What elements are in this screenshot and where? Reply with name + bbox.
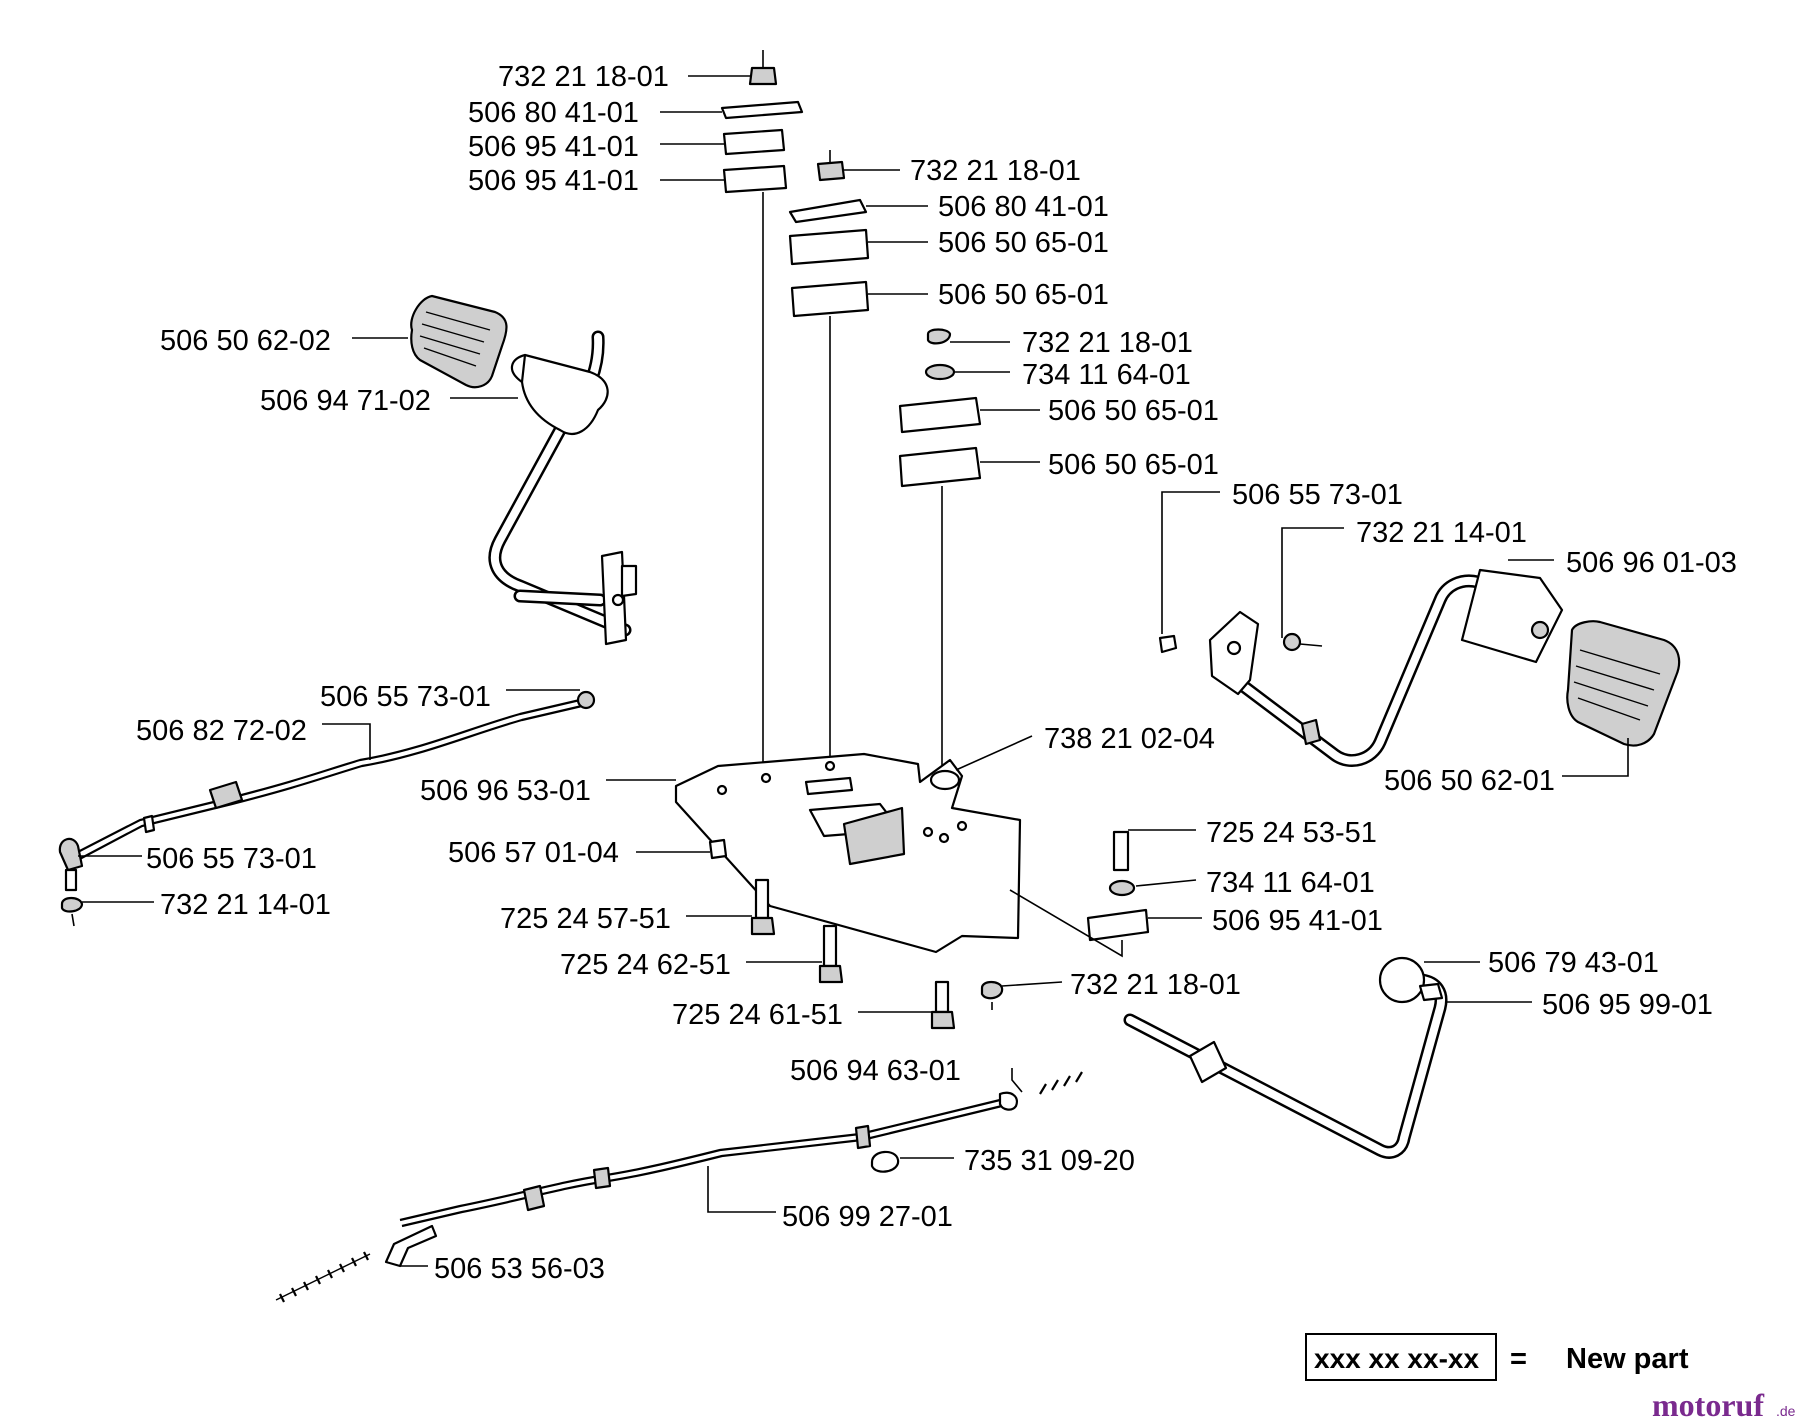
label-725-24-57-51: 725 24 57-51	[500, 903, 671, 935]
right-pedal-assembly	[1158, 568, 1681, 767]
label-506-50-62-02: 506 50 62-02	[160, 325, 331, 357]
label-506-50-65-01-a: 506 50 65-01	[938, 227, 1109, 259]
label-732-21-14-01-b: 732 21 14-01	[160, 889, 331, 921]
label-506-79-43-01: 506 79 43-01	[1488, 947, 1659, 979]
legend: xxx xx xx-xx = New part	[1305, 1333, 1689, 1381]
label-506-96-01-03: 506 96 01-03	[1566, 547, 1737, 579]
legend-equals: =	[1510, 1343, 1527, 1375]
label-732-21-18-01-b: 732 21 18-01	[910, 155, 1081, 187]
label-506-50-62-01: 506 50 62-01	[1384, 765, 1555, 797]
label-506-82-72-02: 506 82 72-02	[136, 715, 307, 747]
center-mid-stack	[788, 150, 870, 766]
base-plate	[674, 752, 1022, 954]
leader-lines	[78, 75, 1629, 1267]
label-506-55-73-01-c: 506 55 73-01	[146, 843, 317, 875]
label-506-50-65-01-d: 506 50 65-01	[1048, 449, 1219, 481]
label-506-95-41-01-a: 506 95 41-01	[468, 131, 639, 163]
center-left-stack	[720, 50, 804, 780]
lower-cable	[275, 1071, 1083, 1303]
label-732-21-14-01-a: 732 21 14-01	[1356, 517, 1527, 549]
label-734-11-64-01-b: 734 11 64-01	[1206, 867, 1375, 899]
right-small-parts	[1009, 830, 1150, 958]
label-506-57-01-04: 506 57 01-04	[448, 837, 619, 869]
center-right-stack	[898, 328, 982, 770]
label-738-21-02-04: 738 21 02-04	[1044, 723, 1215, 755]
label-725-24-62-51: 725 24 62-51	[560, 949, 731, 981]
label-506-55-73-01-a: 506 55 73-01	[1232, 479, 1403, 511]
label-506-53-56-03: 506 53 56-03	[434, 1253, 605, 1285]
legend-new-part-text: New part	[1566, 1343, 1689, 1375]
label-725-24-61-51: 725 24 61-51	[672, 999, 843, 1031]
label-734-11-64-01-a: 734 11 64-01	[1022, 359, 1191, 391]
label-506-80-41-01-a: 506 80 41-01	[468, 97, 639, 129]
lower-right-lever	[1123, 956, 1448, 1159]
watermark-suffix: .de	[1776, 1403, 1796, 1419]
label-506-50-65-01-c: 506 50 65-01	[1048, 395, 1219, 427]
bolts	[708, 838, 1004, 1030]
watermark: motoruf .de	[1652, 1387, 1796, 1423]
label-732-21-18-01-d: 732 21 18-01	[1070, 969, 1241, 1001]
label-506-95-99-01: 506 95 99-01	[1542, 989, 1713, 1021]
label-506-96-53-01: 506 96 53-01	[420, 775, 591, 807]
label-506-95-41-01-b: 506 95 41-01	[468, 165, 639, 197]
label-506-99-27-01: 506 99 27-01	[782, 1201, 953, 1233]
legend-box-text: xxx xx xx-xx	[1314, 1343, 1479, 1374]
label-732-21-18-01-c: 732 21 18-01	[1022, 327, 1193, 359]
label-506-95-41-01-c: 506 95 41-01	[1212, 905, 1383, 937]
legend-box	[1305, 1333, 1497, 1381]
label-506-80-41-01-b: 506 80 41-01	[938, 191, 1109, 223]
watermark-text: motoruf	[1652, 1387, 1764, 1423]
left-pedal-assembly	[410, 294, 638, 646]
label-506-94-63-01: 506 94 63-01	[790, 1055, 961, 1087]
label-506-50-65-01-b: 506 50 65-01	[938, 279, 1109, 311]
part-labels: 732 21 18-01 506 80 41-01 506 95 41-01 5…	[136, 61, 1737, 1285]
upper-cable	[58, 690, 596, 927]
label-725-24-53-51: 725 24 53-51	[1206, 817, 1377, 849]
label-506-55-73-01-b: 506 55 73-01	[320, 681, 491, 713]
label-735-31-09-20: 735 31 09-20	[964, 1145, 1135, 1177]
label-732-21-18-01-a: 732 21 18-01	[498, 61, 669, 93]
label-506-94-71-02: 506 94 71-02	[260, 385, 431, 417]
